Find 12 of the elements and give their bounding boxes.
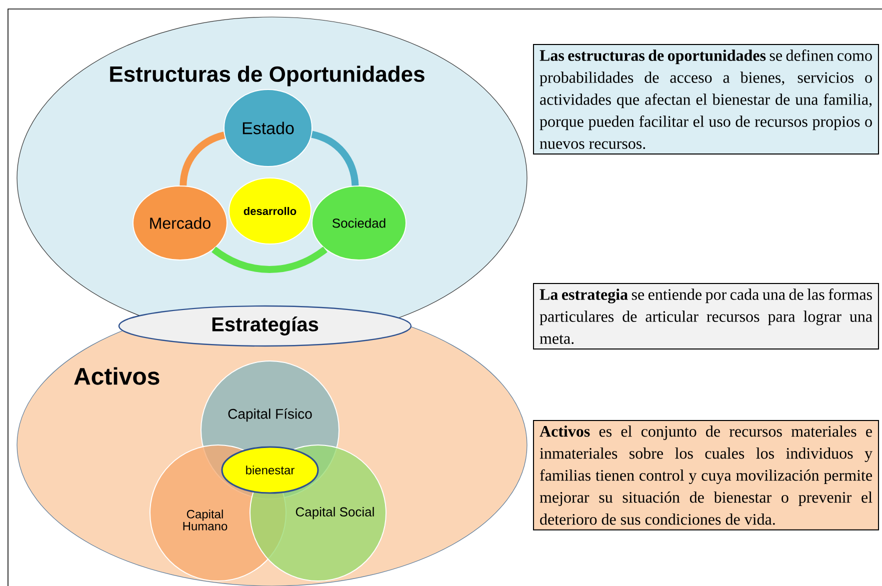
connector-arc	[311, 130, 359, 186]
text-box: Las estructuras de oportunidades se definen como probabilidades de acceso a bienes, servicios o actividades que afectan el bienestar de una familia, porque pueden facilitar el uso de recursos propios o nuevos recursos.	[533, 44, 880, 154]
oval-label: bienestar	[221, 446, 319, 494]
heading: Estructuras de Oportunidades	[110, 66, 424, 86]
heading: Activos	[74, 367, 160, 385]
circle-label: Capital Humano	[183, 510, 228, 530]
text-box: Activos es el conjunto de recursos materiales e inmateriales sobre los cuales los individuos y familias tienen control y cuya movilización permite mejorar su situación de bienestar o prevenir el deterioro de sus condiciones de vida.	[533, 420, 880, 530]
connector-arc	[180, 132, 226, 186]
text-box: La estrategia se entiende por cada una de las formas particulares de articular recursos para lograr una meta.	[533, 283, 880, 350]
circle-label: Capital Físico	[228, 408, 312, 422]
circle-label: Capital Social	[296, 506, 374, 520]
connector-arc	[212, 246, 328, 273]
